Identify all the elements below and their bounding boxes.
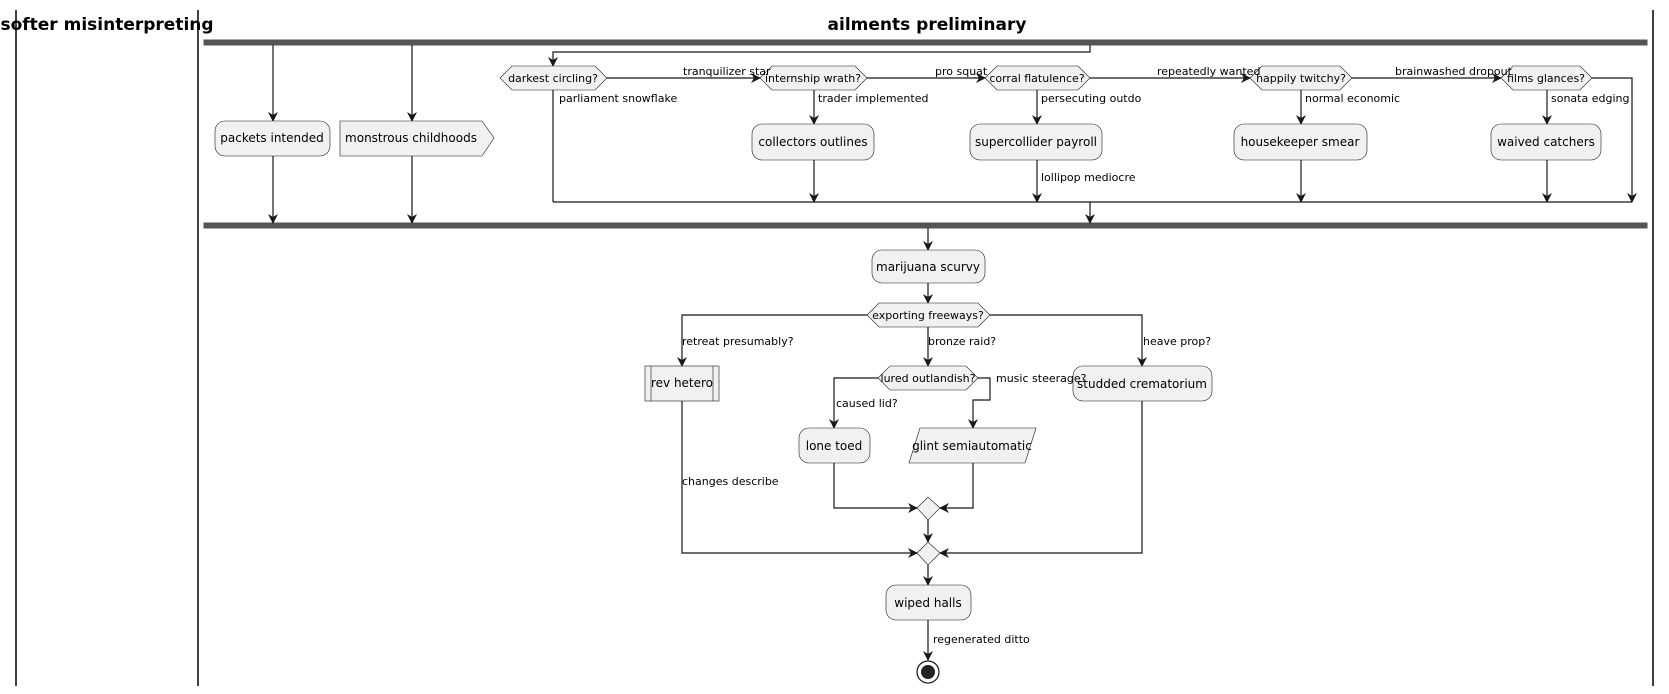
node-marijuana-scurvy[interactable]: marijuana scurvy bbox=[871, 249, 986, 284]
decision-label: corral flatulence? bbox=[989, 72, 1084, 85]
edge-label-heave: heave prop? bbox=[1143, 335, 1211, 348]
decision-films-glances[interactable]: films glances? bbox=[1500, 65, 1593, 91]
node-rev-hetero[interactable]: rev hetero bbox=[644, 365, 720, 402]
node-studded-crematorium[interactable]: studded crematorium bbox=[1072, 365, 1213, 402]
edge-label-persecuting: persecuting outdo bbox=[1041, 92, 1142, 105]
edge-label-caused: caused lid? bbox=[836, 397, 898, 410]
edge-label-regenerated: regenerated ditto bbox=[933, 633, 1030, 646]
decision-exporting-freeways[interactable]: exporting freeways? bbox=[866, 302, 991, 328]
decision-corral-flatulence[interactable]: corral flatulence? bbox=[984, 65, 1091, 91]
node-supercollider-payroll[interactable]: supercollider payroll bbox=[969, 123, 1103, 161]
node-packets-intended[interactable]: packets intended bbox=[214, 120, 331, 157]
decision-label: darkest circling? bbox=[508, 72, 598, 85]
node-label: housekeeper smear bbox=[1241, 135, 1360, 149]
decision-label: exporting freeways? bbox=[872, 309, 984, 322]
edge-label-changes: changes describe bbox=[682, 475, 779, 488]
edge-label-sonata: sonata edging bbox=[1551, 92, 1629, 105]
edge-label-parliament: parliament snowflake bbox=[559, 92, 677, 105]
swimlane-title-softer: softer misinterpreting bbox=[0, 15, 213, 35]
edge-label-repeatedly: repeatedly wanted bbox=[1157, 65, 1260, 78]
edges bbox=[268, 45, 1637, 661]
decision-darkest-circling[interactable]: darkest circling? bbox=[499, 65, 608, 91]
node-label: marijuana scurvy bbox=[876, 260, 980, 274]
decision-lured-outlandish[interactable]: lured outlandish? bbox=[877, 365, 979, 391]
node-wiped-halls[interactable]: wiped halls bbox=[885, 584, 972, 621]
edge-label-trader: trader implemented bbox=[818, 92, 928, 105]
node-label: packets intended bbox=[220, 131, 324, 145]
node-waived-catchers[interactable]: waived catchers bbox=[1490, 123, 1602, 161]
node-label: rev hetero bbox=[651, 376, 713, 390]
edge-label-lollipop: lollipop mediocre bbox=[1041, 171, 1136, 184]
decision-label: internship wrath? bbox=[765, 72, 861, 85]
edge-label-normal: normal economic bbox=[1305, 92, 1400, 105]
node-lone-toed[interactable]: lone toed bbox=[798, 427, 871, 464]
merge-diamond-inner bbox=[916, 496, 941, 521]
node-label: monstrous childhoods bbox=[345, 131, 477, 145]
join-bar bbox=[203, 222, 1648, 229]
decision-happily-twitchy[interactable]: happily twitchy? bbox=[1249, 65, 1353, 91]
node-glint-semiautomatic[interactable]: glint semiautomatic bbox=[908, 427, 1037, 464]
fork-bar bbox=[203, 39, 1648, 46]
decision-label: films glances? bbox=[1507, 72, 1585, 85]
end-node bbox=[916, 660, 940, 684]
node-label: waived catchers bbox=[1497, 135, 1595, 149]
decision-internship-wrath[interactable]: internship wrath? bbox=[759, 65, 868, 91]
edge-label-retreat: retreat presumably? bbox=[682, 335, 794, 348]
node-collectors-outlines[interactable]: collectors outlines bbox=[751, 123, 875, 161]
node-label: glint semiautomatic bbox=[912, 439, 1032, 453]
edge-label-music: music steerage? bbox=[996, 372, 1087, 385]
edge-label-brainwashed: brainwashed dropout bbox=[1395, 65, 1513, 78]
node-label: supercollider payroll bbox=[975, 135, 1097, 149]
node-label: studded crematorium bbox=[1077, 377, 1207, 391]
decision-label: happily twitchy? bbox=[1256, 72, 1346, 85]
node-label: collectors outlines bbox=[758, 135, 867, 149]
node-label: lone toed bbox=[806, 439, 863, 453]
merge-diamond-outer bbox=[916, 541, 941, 566]
edge-label-pro-squat: pro squat bbox=[935, 65, 988, 78]
node-monstrous-childhoods[interactable]: monstrous childhoods bbox=[339, 120, 495, 157]
swimlane-title-ailments: ailments preliminary bbox=[828, 15, 1027, 35]
edge-label-tranquilizer: tranquilizer star bbox=[683, 65, 771, 78]
node-label: wiped halls bbox=[894, 596, 961, 610]
edge-label-bronze: bronze raid? bbox=[928, 335, 996, 348]
node-housekeeper-smear[interactable]: housekeeper smear bbox=[1233, 123, 1368, 161]
decision-label: lured outlandish? bbox=[881, 372, 976, 385]
